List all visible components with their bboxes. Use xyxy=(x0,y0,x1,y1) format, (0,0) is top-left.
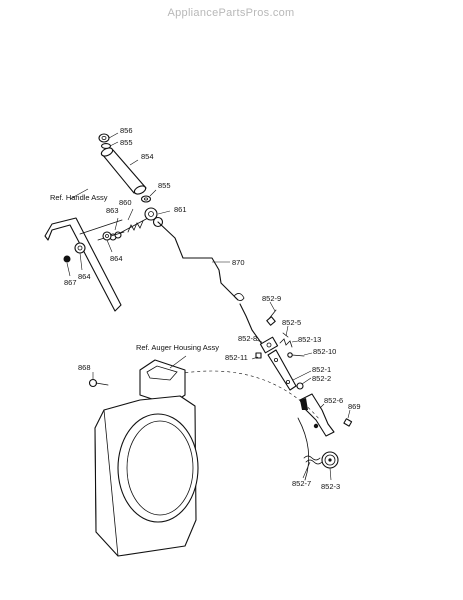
part-868-bolt[interactable] xyxy=(88,378,109,388)
auger-housing-ref[interactable] xyxy=(94,359,321,557)
part-852-10-pin[interactable] xyxy=(287,352,305,358)
callout-869: 869 xyxy=(348,402,361,411)
callout-852-7: 852-7 xyxy=(292,479,311,488)
callout-852-5: 852-5 xyxy=(282,318,301,327)
callout-856: 856 xyxy=(120,126,133,135)
callout-852-2: 852-2 xyxy=(312,374,331,383)
callout-852-9: 852-9 xyxy=(262,294,281,303)
part-856-nut[interactable] xyxy=(98,133,110,143)
callout-852-6: 852-6 xyxy=(324,396,343,405)
part-852-13-spring[interactable] xyxy=(279,338,293,348)
part-852-9-clip[interactable] xyxy=(266,309,277,326)
ref-auger-housing-label: Ref. Auger Housing Assy xyxy=(136,343,219,352)
part-852-3-gear[interactable] xyxy=(321,451,339,469)
part-864-washer[interactable] xyxy=(102,231,112,241)
part-852-5-pin[interactable] xyxy=(282,332,289,338)
callout-861: 861 xyxy=(174,205,187,214)
part-852-7-spring[interactable] xyxy=(303,455,323,465)
part-855-washer-top[interactable] xyxy=(100,143,112,149)
part-852-1-link[interactable] xyxy=(267,349,297,391)
part-870-rod[interactable] xyxy=(157,221,263,345)
part-852-8-block[interactable] xyxy=(259,336,279,354)
callout-852-13: 852-13 xyxy=(298,335,321,344)
callout-860: 860 xyxy=(119,198,132,207)
callout-852-1: 852-1 xyxy=(312,365,331,374)
part-852-2-bolt[interactable] xyxy=(296,382,304,390)
callout-870: 870 xyxy=(232,258,245,267)
callout-852-8: 852-8 xyxy=(238,334,257,343)
part-864b-spacer[interactable] xyxy=(74,242,86,254)
part-855-washer-bottom[interactable] xyxy=(140,195,152,203)
ref-handle-assy-label: Ref. Handle Assy xyxy=(50,193,108,202)
callout-864b: 864 xyxy=(78,272,91,281)
watermark-text: AppliancePartsPros.com xyxy=(167,7,294,19)
callout-855-top: 855 xyxy=(120,138,133,147)
callout-854: 854 xyxy=(141,152,154,161)
part-867-nut[interactable] xyxy=(63,255,71,263)
callout-852-10: 852-10 xyxy=(313,347,336,356)
part-852-11-screw[interactable] xyxy=(255,352,262,359)
callout-855-bottom: 855 xyxy=(158,181,171,190)
callout-867: 867 xyxy=(64,278,77,287)
callout-868: 868 xyxy=(78,363,91,372)
callout-852-3: 852-3 xyxy=(321,482,340,491)
handle-assembly-ref[interactable] xyxy=(44,217,125,312)
callout-852-11: 852-11 xyxy=(225,353,248,362)
part-854-tube[interactable] xyxy=(100,146,147,195)
callout-864: 864 xyxy=(110,254,123,263)
leader-lines xyxy=(66,132,351,481)
callout-863: 863 xyxy=(106,206,119,215)
part-869-screw[interactable] xyxy=(343,418,353,427)
part-860-bolt[interactable] xyxy=(119,217,149,234)
